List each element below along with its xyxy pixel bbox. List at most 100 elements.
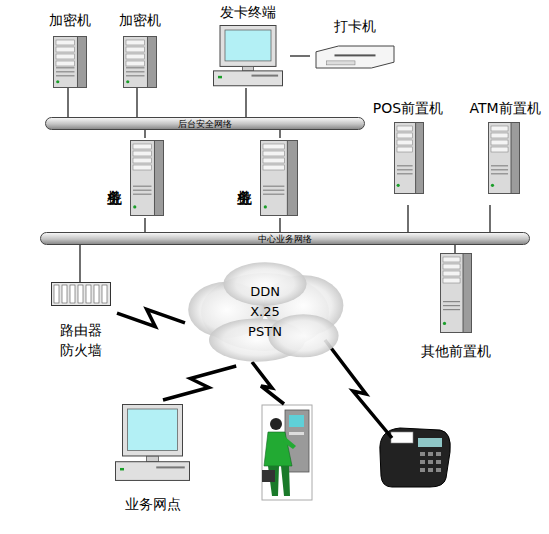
drive-bay (263, 144, 284, 149)
monitor-screen (225, 30, 271, 61)
vent-line (397, 165, 413, 166)
vent-line (443, 301, 460, 302)
person-head (270, 418, 282, 430)
vent-line (263, 194, 284, 195)
vent-line (56, 75, 74, 76)
drive-bay (56, 54, 74, 59)
drive-bay (491, 147, 508, 152)
power-led (491, 184, 494, 187)
network-bus: 中心业务网络 (40, 232, 530, 245)
monitor-neck (242, 67, 253, 71)
rack-slot (70, 285, 75, 303)
node-label: 打卡机 (334, 18, 376, 34)
vent-line (491, 169, 508, 170)
rack-slot (94, 285, 99, 303)
device-icon (123, 36, 157, 88)
power-led (218, 76, 222, 79)
network-link (144, 218, 145, 232)
person-body (264, 432, 292, 466)
vent-line (126, 71, 144, 72)
server-case (489, 123, 520, 194)
device-icon (440, 253, 472, 333)
server-side (511, 123, 519, 194)
network-link (279, 130, 280, 138)
network-link (245, 88, 246, 117)
device-node: 业务主机 (106, 138, 166, 218)
network-link (279, 218, 280, 232)
pos-key (428, 460, 433, 464)
power-led (133, 205, 136, 208)
rack-slot (86, 285, 91, 303)
network-link (407, 205, 408, 232)
pos-keys (420, 452, 441, 472)
drive-bay (397, 147, 413, 152)
drive-bay (443, 278, 460, 283)
server-side (416, 123, 424, 194)
pc-base (116, 462, 190, 481)
monitor-case (123, 405, 183, 456)
drive-bay (126, 61, 144, 66)
vent-line (263, 186, 284, 187)
server-side (147, 37, 156, 88)
card-tray (326, 61, 355, 65)
drive-bay (126, 47, 144, 52)
network-link (136, 88, 137, 117)
node-label: 中心业务网络 (258, 233, 312, 244)
vent-line (133, 194, 151, 195)
atm-slot (289, 432, 304, 435)
node-label: 其他前置机 (421, 343, 491, 359)
rack-slot (62, 285, 67, 303)
pos-display (418, 438, 442, 447)
vent-line (443, 309, 460, 310)
wireless-bolt (325, 340, 392, 438)
device-node: 加密机 (45, 12, 95, 88)
drive-bay (397, 126, 413, 131)
drive-bay (397, 140, 413, 145)
device-icon (115, 404, 190, 482)
drive-bay (133, 158, 151, 163)
server-case (54, 37, 87, 88)
pos-key (420, 468, 425, 472)
vent-line (56, 71, 74, 72)
node-label: ATM前置机 (469, 100, 540, 116)
device-icon (394, 122, 424, 194)
vent-line (126, 67, 144, 68)
router-rack (52, 283, 111, 306)
drive-bay (397, 133, 413, 138)
power-led (264, 205, 267, 208)
pos-key (428, 468, 433, 472)
network-link (79, 245, 80, 282)
vent-line (397, 169, 413, 170)
drive-bay (56, 40, 74, 45)
drive-bay (491, 126, 508, 131)
power-led (443, 322, 446, 325)
device-icon (53, 36, 87, 88)
pos-key (420, 452, 425, 456)
drive-bay (443, 257, 460, 262)
device-icon (488, 122, 520, 194)
power-led (126, 80, 129, 83)
card-slot (335, 54, 376, 56)
server-case (131, 141, 164, 216)
drive-bay (133, 165, 151, 170)
vent-line (263, 190, 284, 191)
power-led (397, 184, 400, 187)
network-link (67, 88, 68, 117)
briefcase (262, 470, 275, 482)
device-icon (213, 25, 283, 87)
atm-frame (262, 405, 312, 500)
server-side (154, 141, 163, 216)
drive-bay (126, 54, 144, 59)
vent-line (491, 165, 508, 166)
drive-bay (133, 151, 151, 156)
network-bus: 后台安全网络 (45, 117, 365, 130)
network-cloud: DDN X.25 PSTN (185, 258, 345, 366)
device-icon (314, 44, 396, 70)
server-case (261, 141, 298, 216)
cloud-puff (223, 262, 306, 305)
node-label: 后台安全网络 (178, 118, 232, 129)
drive-bay (56, 61, 74, 66)
server-side (463, 254, 471, 333)
pos-key (436, 460, 441, 464)
vent-line (491, 173, 508, 174)
